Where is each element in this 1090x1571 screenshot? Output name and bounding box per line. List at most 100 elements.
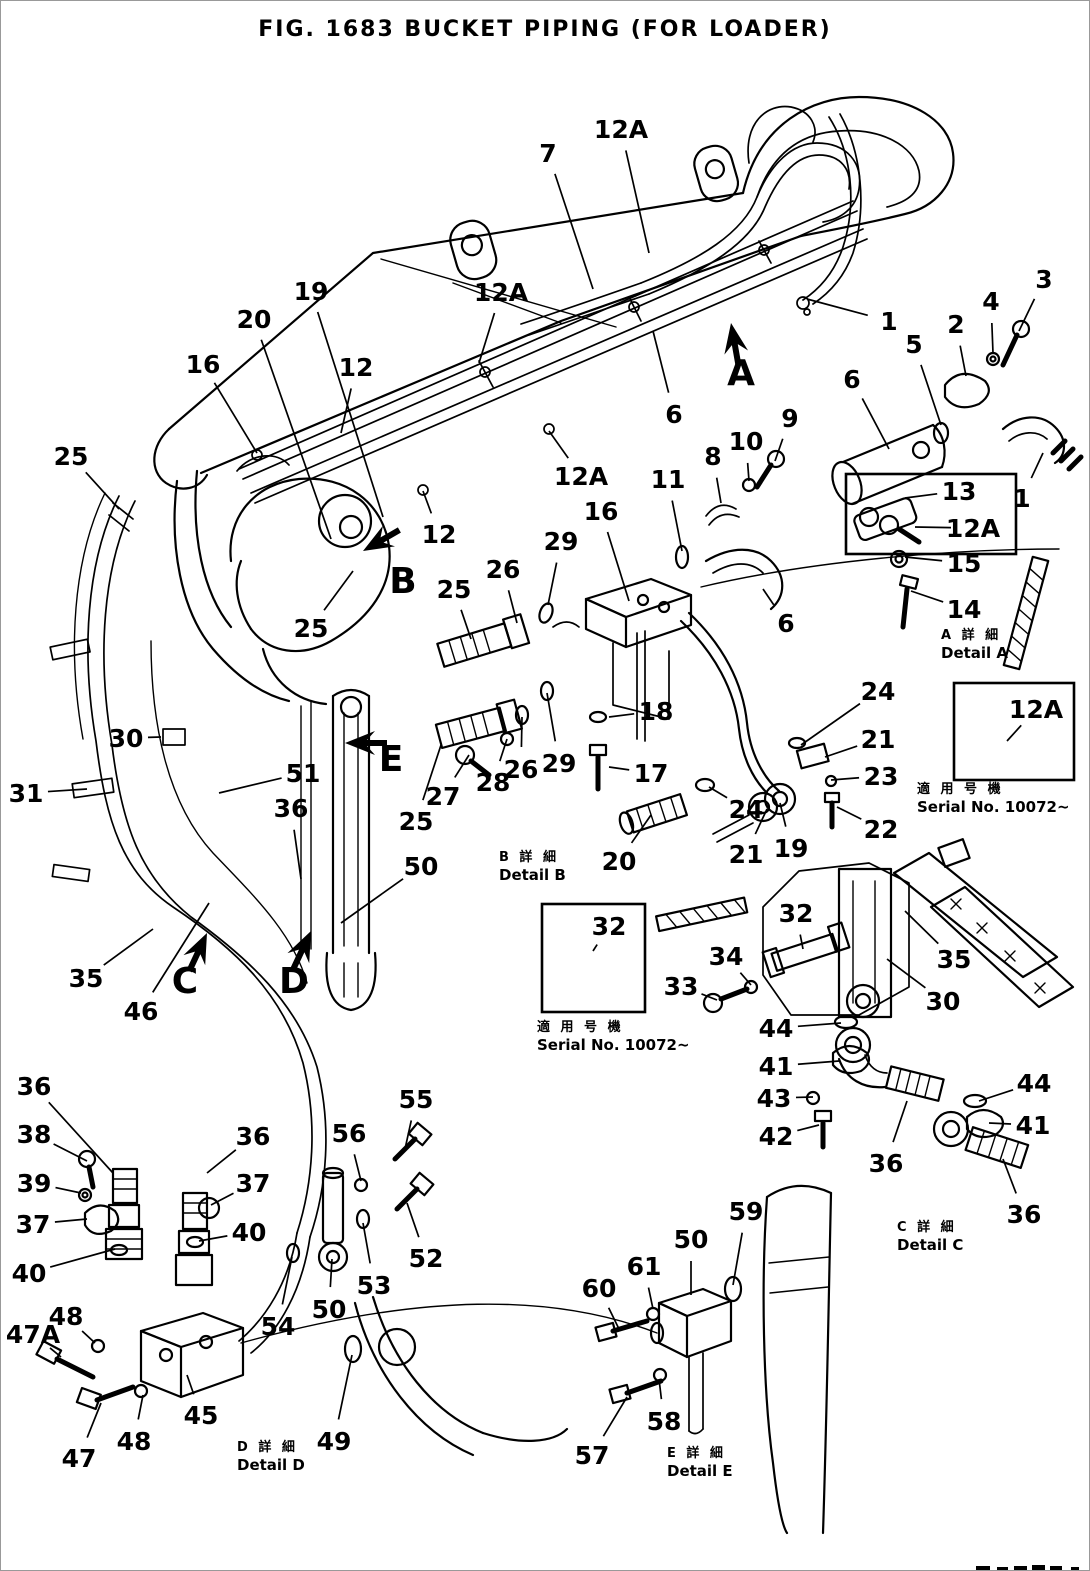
- leader-line-12: [340, 388, 352, 434]
- leader-line-55: [404, 1120, 413, 1150]
- view-letter-C: C: [172, 961, 198, 1002]
- detail-boxes: [540, 472, 1076, 1014]
- leader-line-19: [779, 802, 787, 827]
- leader-line-5: [920, 364, 942, 426]
- callout-10: 10: [729, 427, 764, 456]
- leader-line-31: [47, 788, 88, 793]
- callout-57: 57: [575, 1441, 610, 1470]
- view-letter-D: D: [279, 961, 309, 1002]
- leader-line-10: [746, 462, 750, 482]
- callout-19: 19: [294, 277, 329, 306]
- callout-36: 36: [236, 1122, 271, 1151]
- callout-49: 49: [317, 1427, 352, 1456]
- leader-line-11: [671, 500, 683, 552]
- callout-17: 17: [634, 759, 669, 788]
- view-letter-A: A: [727, 353, 755, 394]
- callout-50: 50: [404, 852, 439, 881]
- callout-15: 15: [947, 549, 982, 578]
- leader-line-9: [774, 438, 784, 462]
- boom-tubes: [238, 200, 868, 504]
- callout-12A: 12A: [1009, 695, 1064, 724]
- leader-line-28: [499, 738, 508, 762]
- detail-d-parts: [35, 1121, 435, 1411]
- callout-37: 37: [236, 1169, 271, 1198]
- callout-19: 19: [774, 834, 809, 863]
- leader-line-29: [547, 562, 558, 606]
- callout-12A: 12A: [594, 115, 649, 144]
- leader-line-44: [978, 1089, 1014, 1102]
- leader-line-61: [647, 1287, 654, 1310]
- leader-line-37: [210, 1192, 234, 1206]
- callout-22: 22: [864, 815, 899, 844]
- callout-41: 41: [759, 1052, 794, 1081]
- callout-33: 33: [664, 972, 699, 1001]
- callout-28: 28: [476, 768, 511, 797]
- callout-53: 53: [357, 1271, 392, 1300]
- callout-9: 9: [781, 404, 798, 433]
- leader-line-4: [990, 322, 994, 354]
- callout-36: 36: [1007, 1200, 1042, 1229]
- caption-en-1: Detail A: [941, 644, 1008, 662]
- callout-26: 26: [504, 755, 539, 784]
- view-arrow-C: [183, 933, 207, 973]
- view-arrow-A: [724, 323, 749, 365]
- callout-32: 32: [779, 899, 814, 928]
- leader-line-25: [422, 744, 442, 801]
- leader-line-36: [48, 1101, 114, 1174]
- callout-48: 48: [117, 1427, 152, 1456]
- detail-box-2: [952, 681, 1076, 782]
- callout-21: 21: [729, 840, 764, 869]
- leader-line-58: [658, 1378, 663, 1400]
- leader-line-6: [861, 398, 890, 450]
- caption-en-2: Detail B: [499, 866, 566, 884]
- callout-6: 6: [777, 609, 794, 638]
- callout-39: 39: [17, 1169, 52, 1198]
- callout-12A: 12A: [474, 278, 529, 307]
- leader-line-41: [797, 1060, 840, 1066]
- threaded-rod: [654, 896, 749, 933]
- leader-line-34: [739, 972, 752, 986]
- callout-7: 7: [539, 139, 556, 168]
- boom-hoses: [520, 113, 1060, 588]
- leader-line-24: [708, 786, 728, 799]
- leader-line-1: [1030, 452, 1044, 479]
- callout-13: 13: [942, 477, 977, 506]
- leader-line-25: [460, 609, 472, 640]
- callout-27: 27: [426, 782, 461, 811]
- caption-jp-3: C 詳 細: [897, 1219, 957, 1235]
- detail-b-parts: [434, 449, 841, 843]
- leader-line-3: [1018, 298, 1036, 332]
- callout-59: 59: [729, 1197, 764, 1226]
- callout-50: 50: [674, 1225, 709, 1254]
- leader-line-52: [406, 1202, 420, 1238]
- leader-line-25: [323, 570, 354, 611]
- caption-en-7: Serial No. 10072~: [537, 1036, 690, 1054]
- boom-outline: [153, 95, 955, 490]
- leader-line-42: [797, 1124, 820, 1132]
- callout-31: 31: [9, 779, 44, 808]
- leader-line-21: [824, 745, 858, 758]
- leader-line-36: [293, 829, 302, 880]
- callout-30: 30: [926, 987, 961, 1016]
- callout-4: 4: [982, 287, 999, 316]
- callout-48: 48: [49, 1302, 84, 1331]
- leader-line-45: [186, 1374, 195, 1395]
- callout-45: 45: [184, 1401, 219, 1430]
- caption-jp-2: B 詳 細: [499, 849, 559, 865]
- callout-42: 42: [759, 1122, 794, 1151]
- right-bracket-parts: [654, 838, 1075, 1019]
- callout-43: 43: [757, 1084, 792, 1113]
- leader-line-29: [546, 692, 557, 742]
- leader-line-35: [103, 928, 154, 966]
- bellcrank: [173, 454, 391, 706]
- arrow-icon: [345, 731, 387, 755]
- callout-6: 6: [843, 365, 860, 394]
- callout-18: 18: [639, 697, 674, 726]
- callout-47: 47: [62, 1444, 97, 1473]
- view-arrow-D: [287, 931, 311, 971]
- callout-16: 16: [186, 350, 221, 379]
- leader-line-39: [55, 1186, 82, 1194]
- callout-20: 20: [602, 847, 637, 876]
- leader-line-48: [81, 1330, 96, 1344]
- leader-line-27: [454, 754, 470, 778]
